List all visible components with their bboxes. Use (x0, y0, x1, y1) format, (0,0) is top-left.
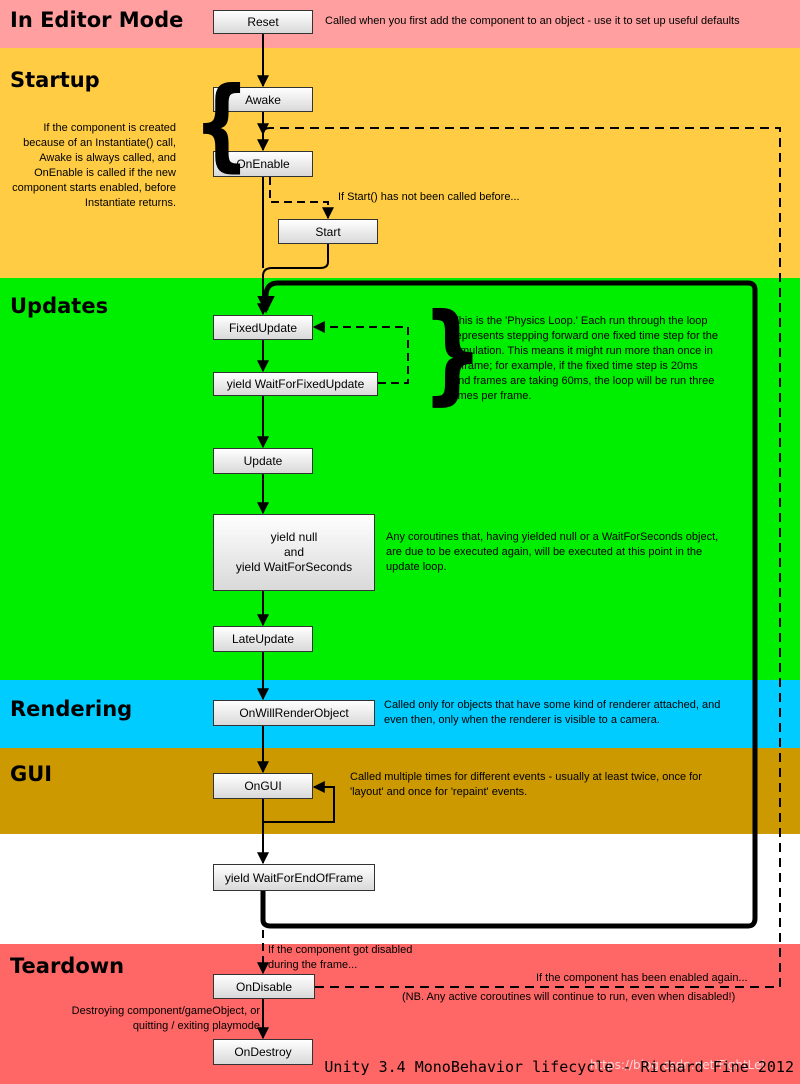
section-title-startup: Startup (10, 68, 100, 92)
gui-note: Called multiple times for different even… (350, 771, 702, 798)
arrow-start-fixedupdate (257, 244, 329, 316)
section-title-rendering: Rendering (10, 697, 133, 721)
editor-section (0, 0, 800, 48)
start-note: If Start() has not been called before... (338, 191, 520, 203)
arrow-physics-loop (312, 321, 409, 384)
waitforfixedupdate-box: yield WaitForFixedUpdate (213, 372, 378, 396)
physics-note: This is the 'Physics Loop.' Each run thr… (452, 315, 718, 402)
ongui-box: OnGUI (213, 773, 313, 799)
update-box: Update (213, 448, 313, 474)
enabled-again-note: If the component has been enabled again.… (536, 972, 748, 984)
footer-credit: Unity 3.4 MonoBehavior lifecycle - Richa… (324, 1058, 794, 1076)
yield-seconds-label: yield WaitForSeconds (235, 560, 353, 574)
fixedupdate-box: FixedUpdate (213, 315, 313, 340)
waitforendofframe-box: yield WaitForEndOfFrame (213, 864, 375, 891)
yield-and-label: and (283, 545, 305, 559)
teardown-section (0, 944, 800, 1084)
section-title-updates: Updates (10, 294, 109, 318)
watermark: https://blog.csdn.net/FightLei (590, 1058, 765, 1072)
onwillrenderobject-box: OnWillRenderObject (213, 700, 375, 726)
startup-brace: { (193, 65, 251, 182)
section-title-editor: In Editor Mode (10, 8, 184, 32)
awake-box: Awake (213, 87, 313, 112)
start-box: Start (278, 219, 378, 244)
arrow-ongui-loop (262, 781, 335, 823)
frame-loop (257, 280, 758, 929)
instantiate-note: If the component is created because of a… (12, 122, 176, 209)
coroutines-note: Any coroutines that, having yielded null… (386, 531, 719, 573)
destroy-note: Destroying component/gameObject, or quit… (71, 1005, 260, 1032)
disabled-note: If the component got disabled during the… (268, 944, 413, 971)
updates-section (0, 278, 800, 680)
ondestroy-box: OnDestroy (213, 1039, 313, 1065)
reset-box: Reset (213, 10, 313, 34)
ondisable-box: OnDisable (213, 974, 315, 999)
onenable-box: OnEnable (213, 151, 313, 177)
coroutines-disabled-note: (NB. Any active coroutines will continue… (402, 991, 736, 1003)
section-title-gui: GUI (10, 762, 53, 786)
section-title-teardown: Teardown (10, 954, 125, 978)
yield-null-box: yield null and yield WaitForSeconds (213, 514, 375, 591)
reset-note: Called when you first add the component … (325, 15, 740, 27)
arrow-reenable-loop (257, 123, 781, 988)
arrow-onenable-start (269, 177, 334, 220)
render-note: Called only for objects that have some k… (384, 699, 721, 726)
gui-section (0, 748, 800, 834)
rendering-section (0, 680, 800, 748)
yield-null-label: yield null (270, 530, 318, 544)
lateupdate-box: LateUpdate (213, 626, 313, 652)
startup-section (0, 48, 800, 278)
